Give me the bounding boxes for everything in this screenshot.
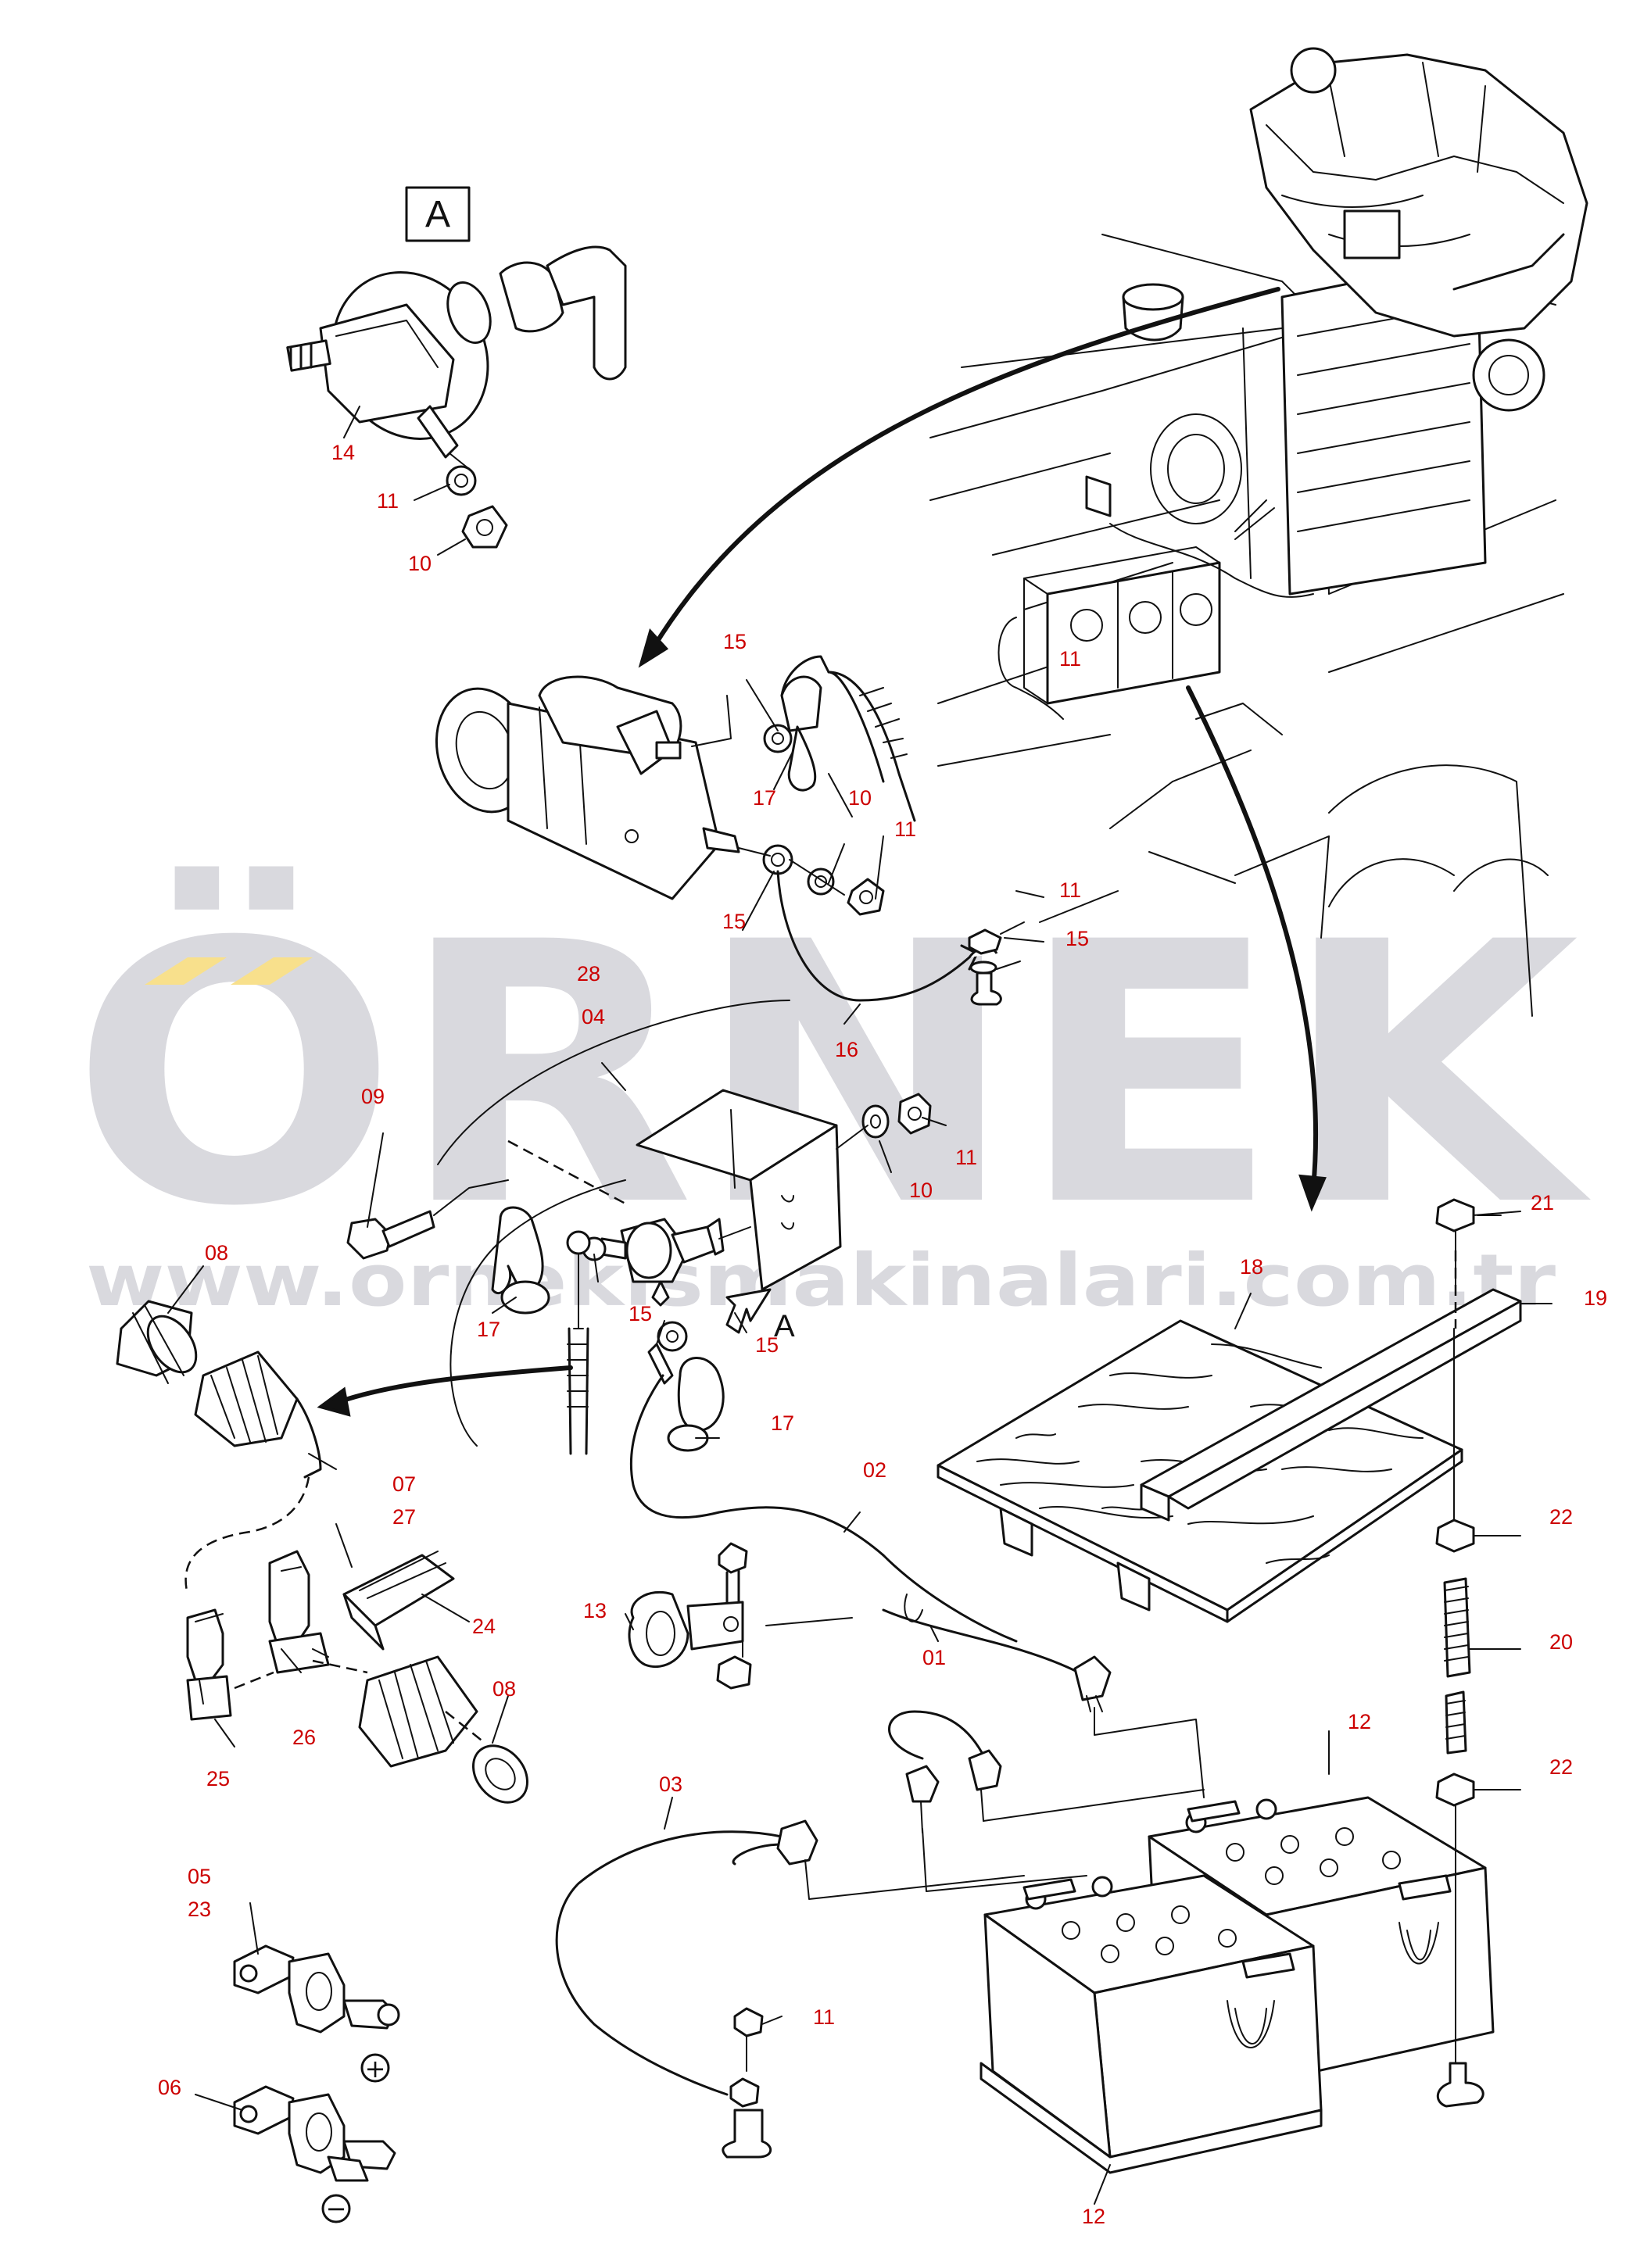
view-a-marker: A — [405, 186, 471, 242]
arrow-to-starter — [650, 287, 1280, 651]
callout-label: 14 — [331, 441, 355, 464]
callout-label: 15 — [723, 630, 747, 653]
callout-labels: 14 11 10 15 17 10 11 11 15 11 15 28 04 1… — [158, 441, 1607, 2228]
callout-label: 11 — [377, 489, 399, 513]
callout-label: 11 — [1059, 878, 1081, 902]
arrow-to-starter-head — [638, 628, 669, 668]
callout-label: 17 — [753, 786, 776, 810]
callout-label: 01 — [922, 1646, 946, 1669]
watermark: ÖRNEK www.ornekismakinalari.com.tr — [70, 863, 1594, 1322]
battery-terminals: + − — [233, 1944, 400, 2223]
callout-label: 24 — [472, 1615, 496, 1638]
battery-link-cable — [888, 1707, 1205, 1892]
callout-label: 11 — [813, 2005, 835, 2029]
callout-label: 08 — [492, 1677, 516, 1701]
callout-label: 06 — [158, 2076, 181, 2099]
leader-lines — [167, 406, 1502, 2205]
tractor-body — [929, 234, 1564, 1017]
negative-symbol: − — [326, 2194, 347, 2223]
view-a-arrow-letter: A — [774, 1309, 795, 1343]
callout-label: 21 — [1531, 1191, 1554, 1214]
callout-label: 22 — [1549, 1755, 1573, 1779]
callout-label: 10 — [848, 786, 872, 810]
watermark-accent — [145, 957, 313, 985]
callout-label: 27 — [392, 1505, 416, 1529]
view-a-letter: A — [425, 194, 450, 235]
callout-label: 15 — [755, 1333, 779, 1357]
callout-label: 07 — [392, 1472, 416, 1496]
callout-label: 10 — [909, 1179, 933, 1202]
callout-label: 05 — [188, 1865, 211, 1888]
cable-clamp-13 — [628, 1542, 1112, 1712]
tractor-battery-box — [997, 475, 1314, 720]
callout-label: 11 — [955, 1146, 977, 1169]
callout-label: 20 — [1549, 1630, 1573, 1654]
callout-label: 17 — [477, 1318, 500, 1341]
callout-label: 11 — [1059, 647, 1081, 671]
callout-label: 19 — [1584, 1286, 1607, 1310]
engine-assembly — [1249, 47, 1588, 412]
callout-label: 12 — [1348, 1710, 1371, 1733]
callout-label: 11 — [894, 817, 916, 841]
clamps-lower-left — [186, 1550, 528, 1804]
callout-label: 13 — [583, 1599, 607, 1622]
callout-label: 15 — [629, 1302, 652, 1325]
hold-down-rod — [1435, 1198, 1521, 2108]
callout-label: 04 — [582, 1005, 605, 1028]
callout-label: 26 — [292, 1726, 316, 1749]
socket-detail-a — [286, 245, 627, 549]
callout-label: 23 — [188, 1898, 211, 1921]
callout-label: 12 — [1082, 2205, 1105, 2228]
callout-label: 17 — [771, 1411, 794, 1435]
arrow-to-batteries — [1186, 685, 1319, 1190]
callout-label: 10 — [408, 552, 432, 575]
callout-label: 18 — [1240, 1255, 1263, 1279]
callout-label: 02 — [863, 1458, 886, 1482]
starter-connections — [437, 655, 1025, 1165]
callout-label: 15 — [1065, 927, 1089, 950]
battery-tray — [937, 1288, 1553, 1623]
plug-socket-left — [116, 1300, 337, 1595]
arrow-to-batteries-head — [1298, 1174, 1327, 1212]
cable-03 — [555, 1819, 1025, 2159]
callout-label: 22 — [1549, 1505, 1573, 1529]
starter-motor — [435, 675, 740, 900]
arrow-to-plug-head — [317, 1386, 351, 1417]
callout-label: 25 — [206, 1767, 230, 1790]
callout-label: 15 — [722, 910, 746, 933]
battery-front — [979, 1874, 1323, 2174]
arrow-to-plug — [334, 1365, 573, 1405]
callout-label: 08 — [205, 1241, 228, 1265]
bracket-assembly: A — [346, 1089, 1018, 1643]
positive-symbol: + — [365, 2054, 386, 2084]
callout-label: 03 — [659, 1773, 682, 1796]
callout-label: 28 — [577, 962, 600, 986]
callout-label: 16 — [835, 1038, 858, 1061]
callout-label: 09 — [361, 1085, 385, 1108]
